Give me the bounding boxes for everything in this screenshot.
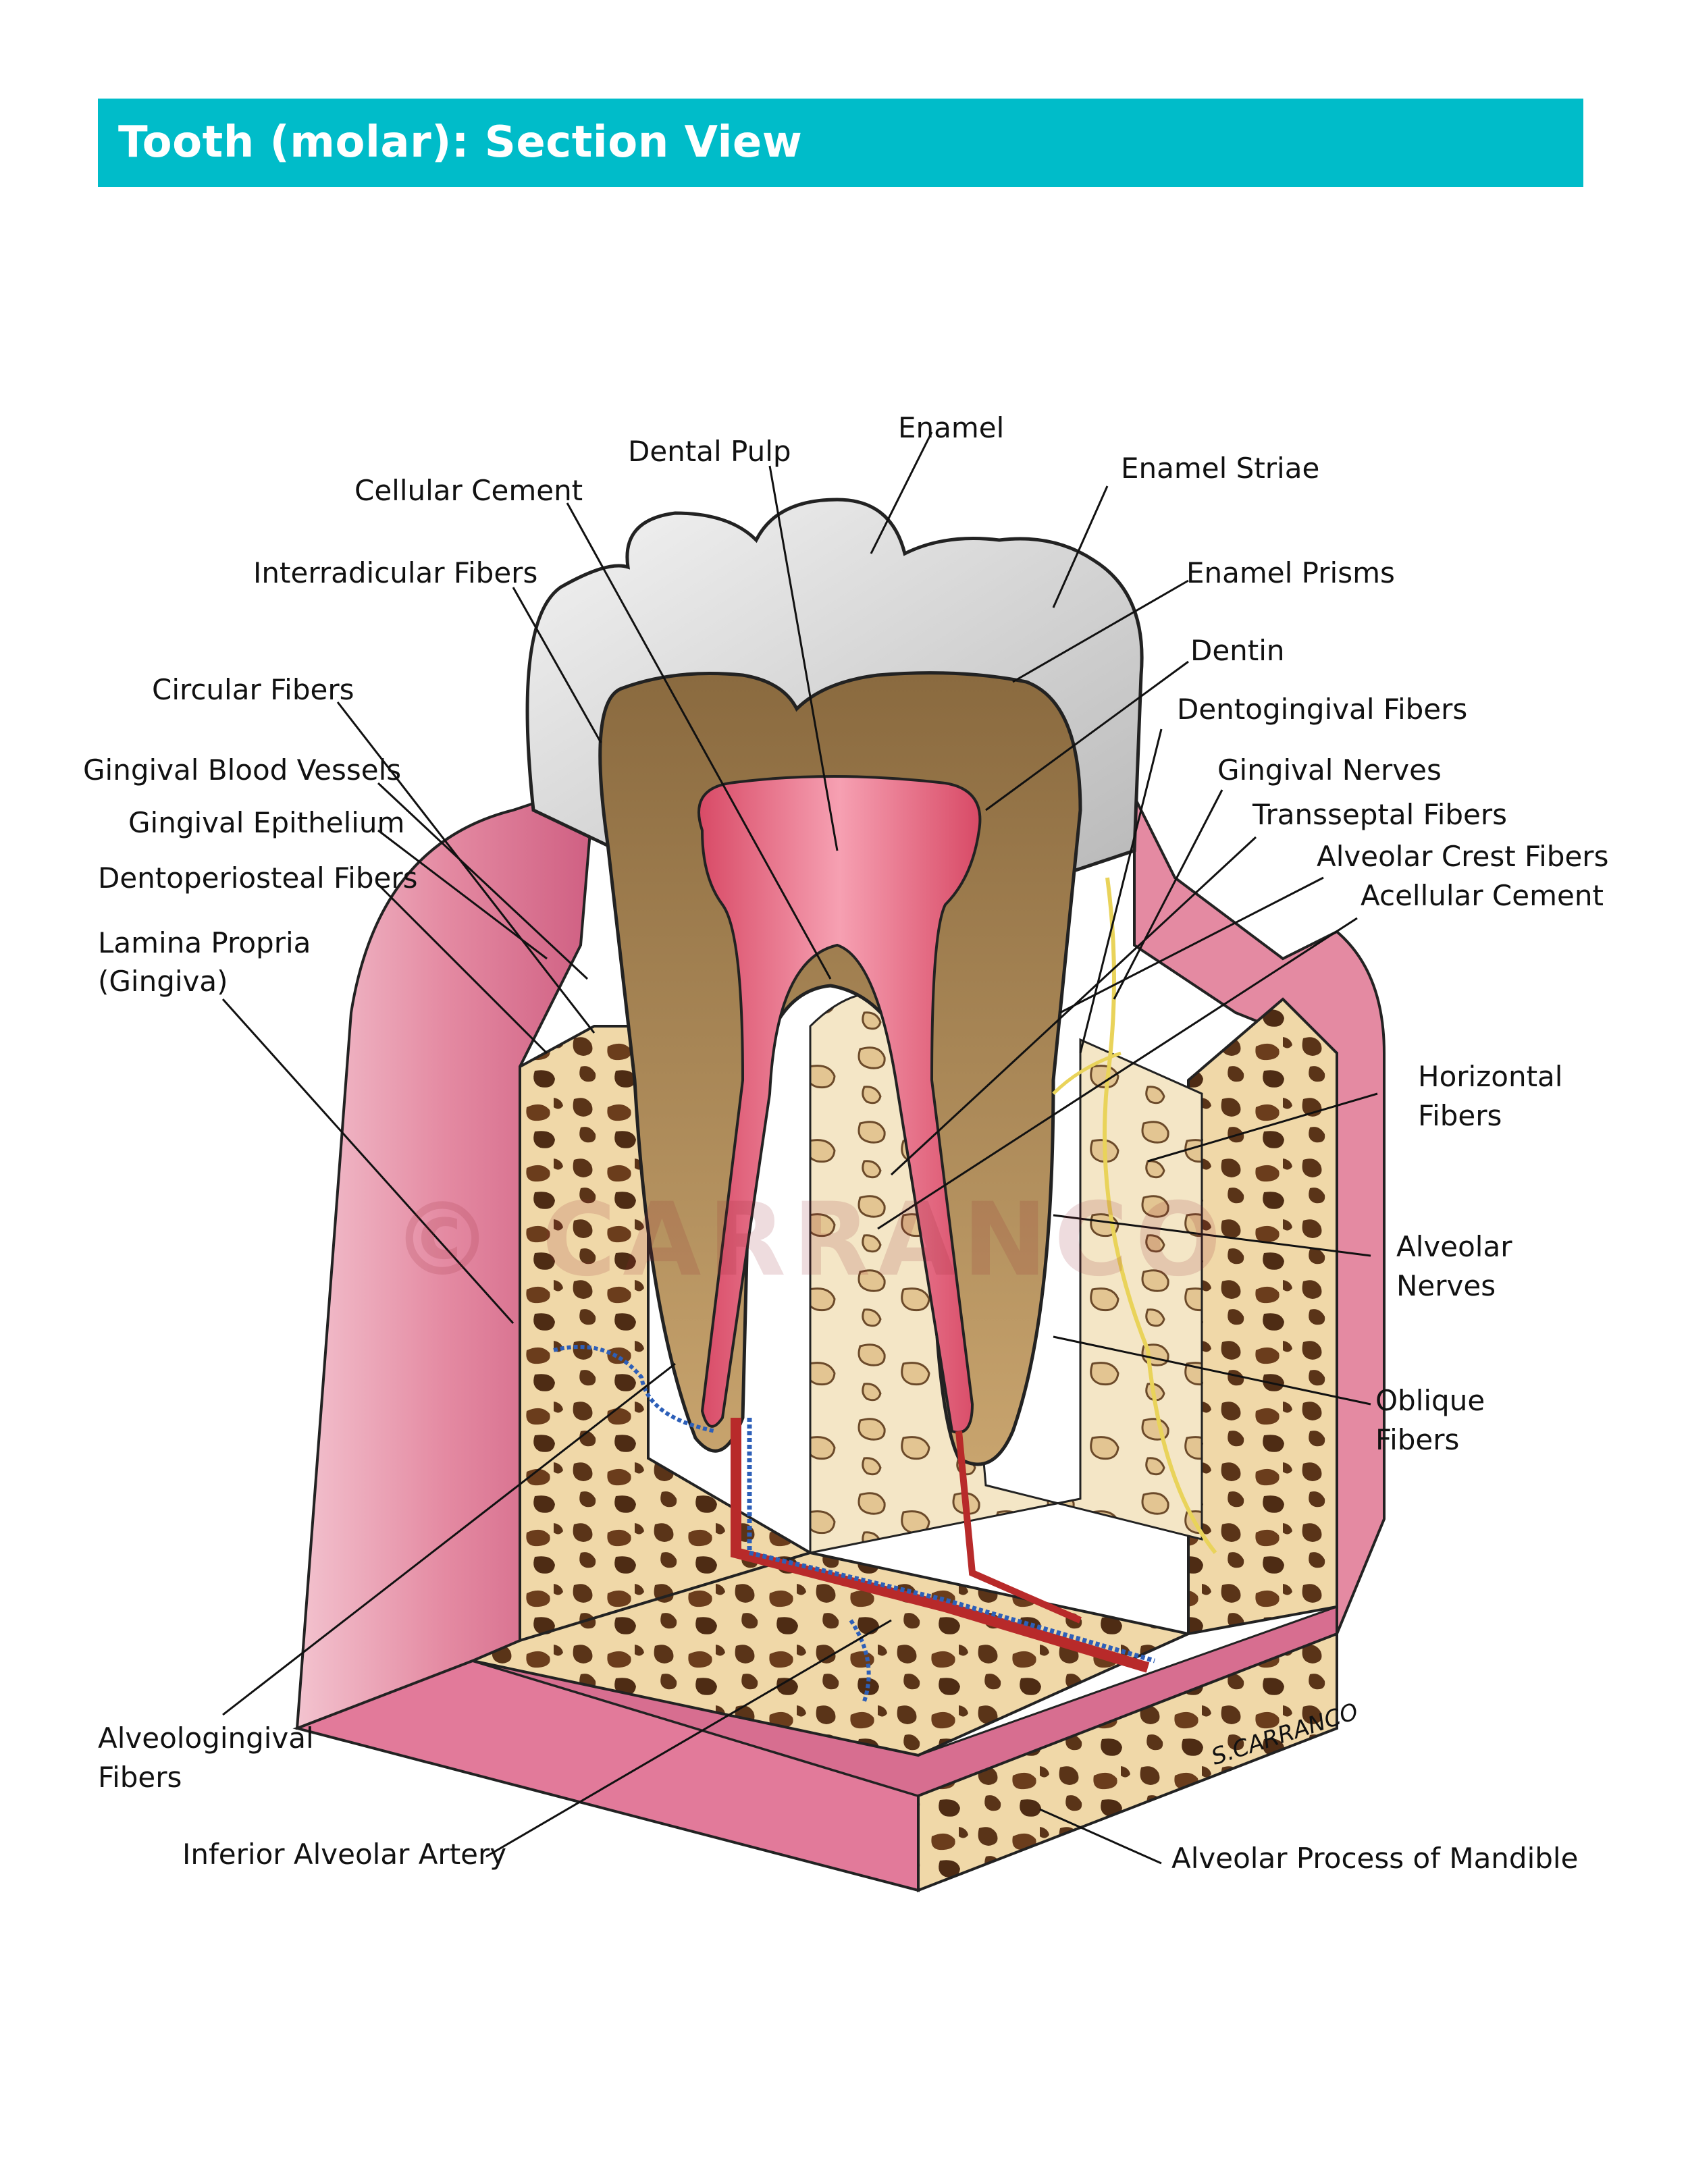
label-interradicular-fibers: Interradicular Fibers: [253, 556, 538, 589]
label-enamel-striae: Enamel Striae: [1121, 452, 1320, 485]
label-alveolar-nerves: Alveolar: [1396, 1230, 1512, 1263]
label-dentogingival-fibers: Dentogingival Fibers: [1177, 693, 1468, 726]
label-circular-fibers: Circular Fibers: [152, 673, 354, 706]
label-enamel: Enamel: [898, 411, 1005, 444]
label-inferior-alveolar-artery: Inferior Alveolar Artery: [182, 1838, 507, 1871]
watermark: © CARRANCO: [392, 1181, 1228, 1299]
label-lamina-propria: Lamina Propria: [98, 926, 311, 959]
title-bar: Tooth (molar): Section View: [98, 99, 1583, 187]
label-gingival-epithelium: Gingival Epithelium: [128, 806, 405, 839]
label-alveologingival-fibers-2: Fibers: [98, 1761, 182, 1794]
label-acellular-cement: Acellular Cement: [1361, 879, 1604, 912]
gingiva-block: [292, 781, 1386, 1892]
leader-lines: [221, 431, 1378, 1865]
label-horizontal-fibers-2: Fibers: [1418, 1099, 1502, 1132]
label-alveolar-process: Alveolar Process of Mandible: [1171, 1842, 1579, 1875]
label-alveolar-nerves-2: Nerves: [1396, 1269, 1496, 1302]
label-horizontal-fibers: Horizontal: [1418, 1060, 1563, 1093]
vessels-and-nerves: [553, 877, 1217, 1702]
label-dentin: Dentin: [1190, 634, 1285, 667]
label-gingival-nerves: Gingival Nerves: [1217, 753, 1442, 787]
label-alveolar-crest-fibers: Alveolar Crest Fibers: [1317, 840, 1609, 873]
label-transseptal-fibers: Transseptal Fibers: [1252, 798, 1508, 831]
label-gingival-blood-vessels: Gingival Blood Vessels: [83, 753, 402, 787]
label-oblique-fibers: Oblique: [1375, 1384, 1485, 1417]
label-oblique-fibers-2: Fibers: [1375, 1423, 1460, 1456]
label-dental-pulp: Dental Pulp: [628, 435, 791, 468]
label-dentoperiosteal-fibers: Dentoperiosteal Fibers: [98, 861, 418, 895]
label-lamina-propria-gingiva: (Gingiva): [98, 965, 228, 998]
label-alveologingival-fibers: Alveologingival: [98, 1722, 314, 1755]
molar-tooth: [525, 498, 1144, 1466]
label-enamel-prisms: Enamel Prisms: [1186, 556, 1395, 589]
label-cellular-cement: Cellular Cement: [354, 474, 583, 507]
page-title: Tooth (molar): Section View: [118, 117, 803, 167]
